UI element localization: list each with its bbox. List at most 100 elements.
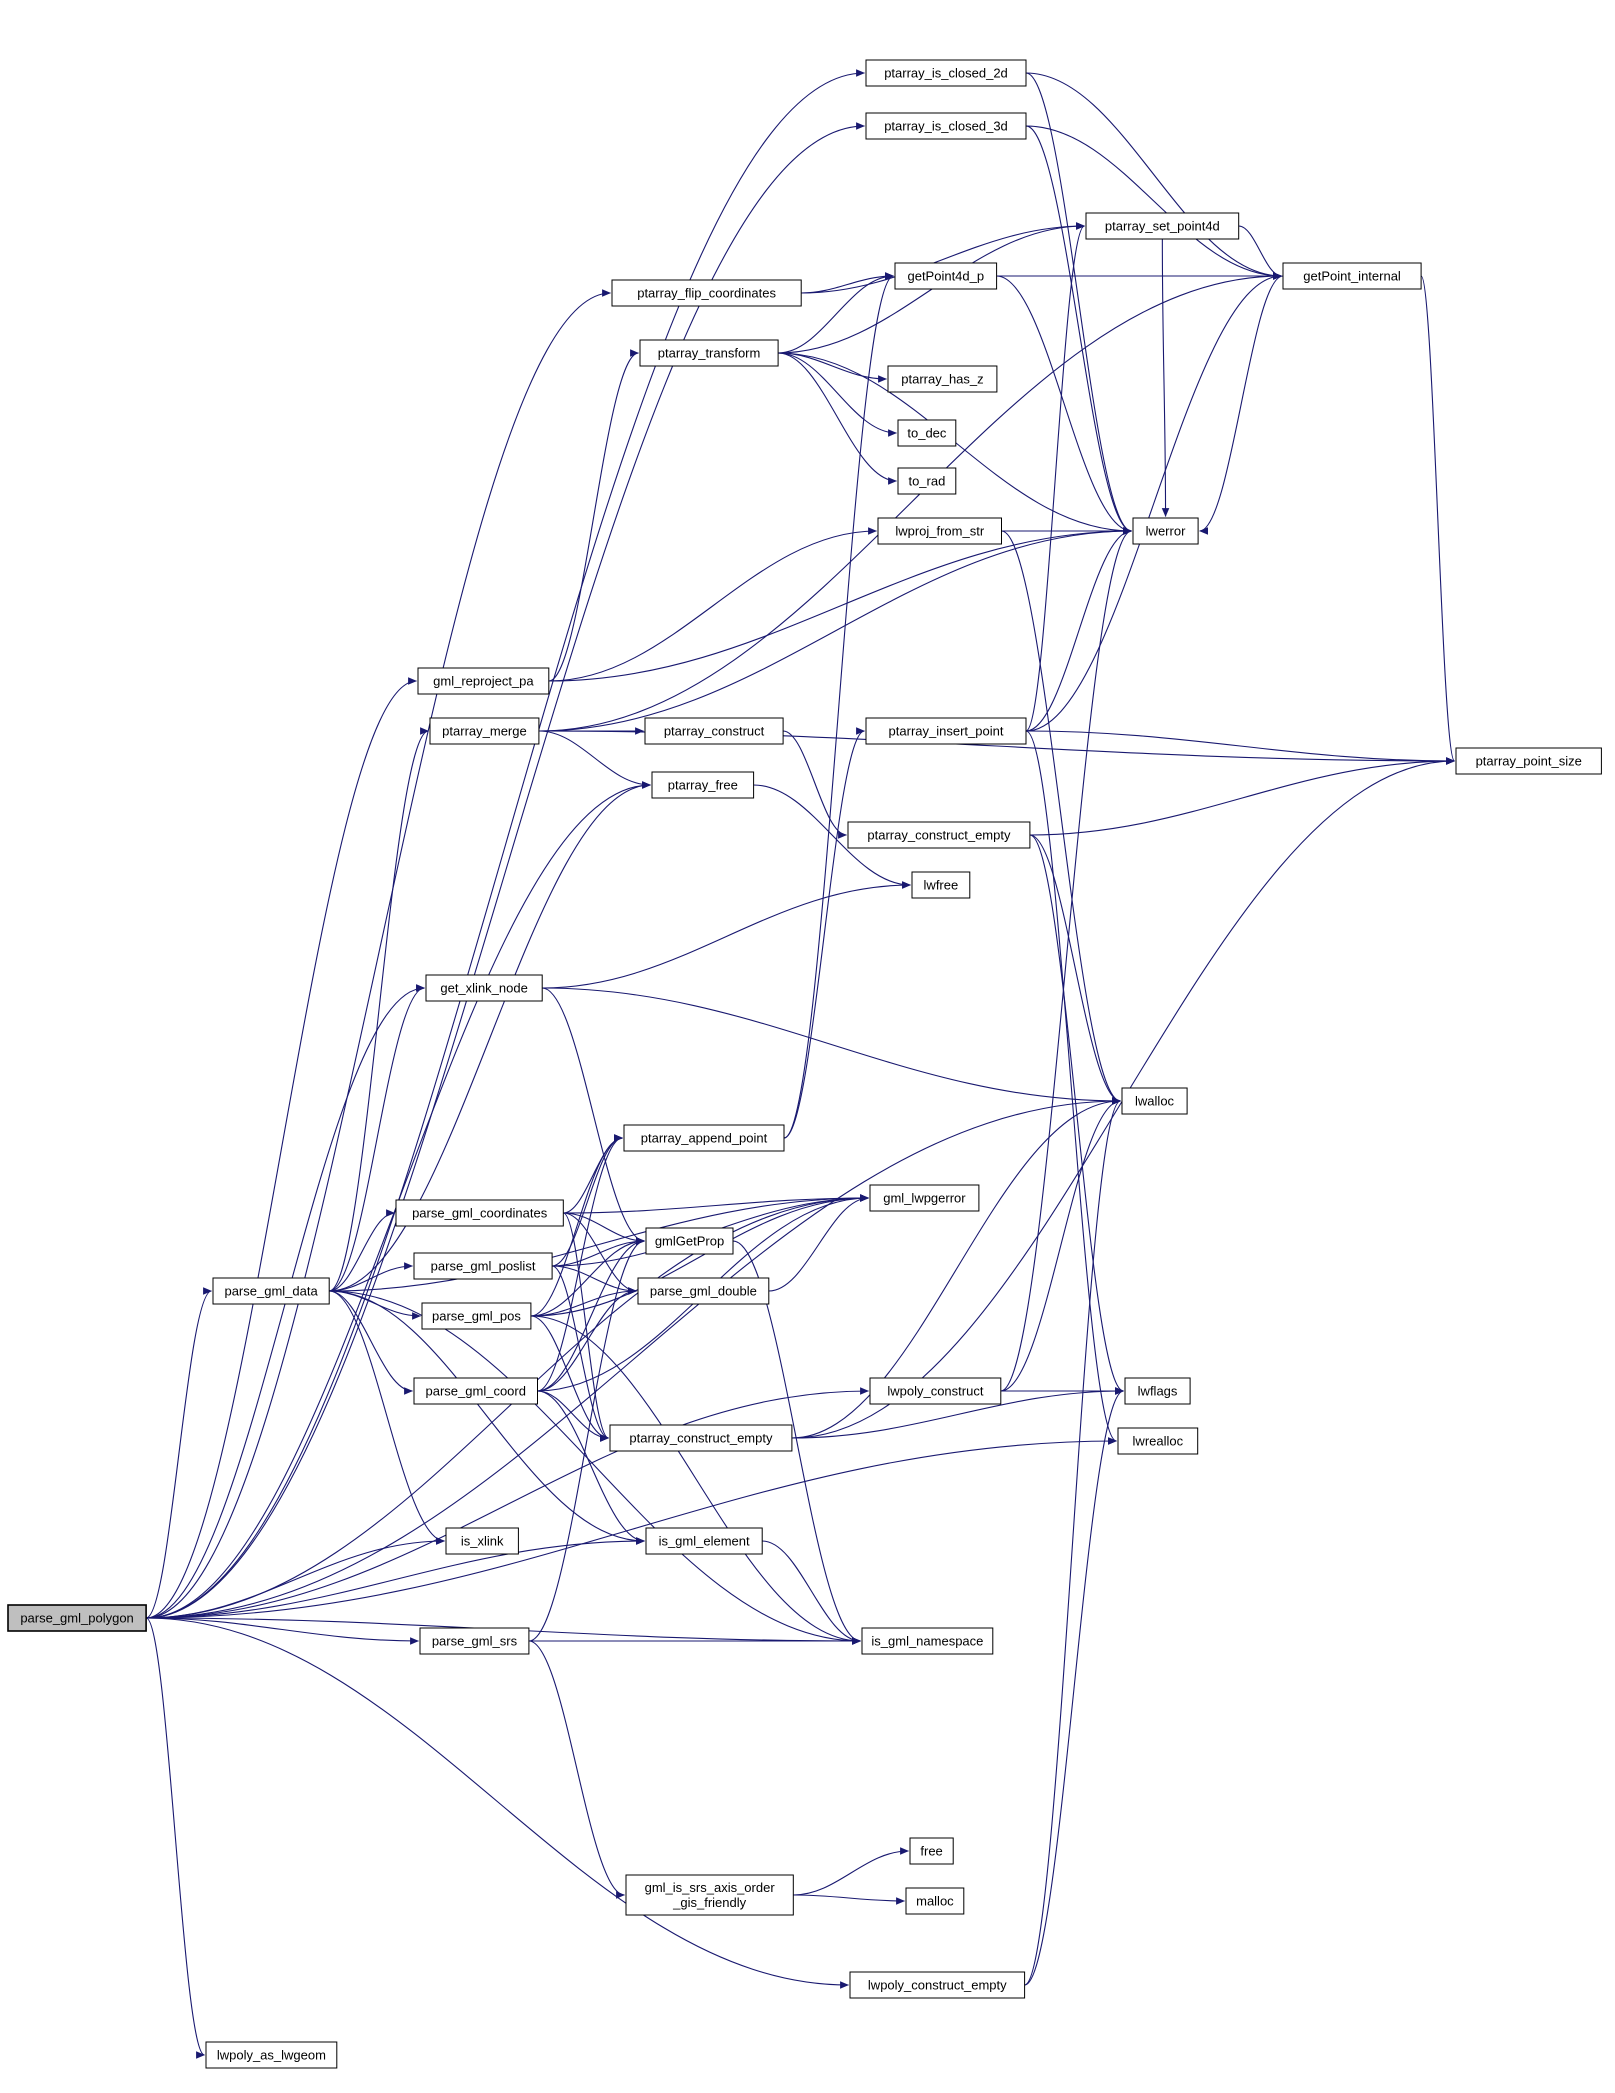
node-label: ptarray_has_z xyxy=(901,372,983,387)
edge-parse_gml_data-to-ptarray_free xyxy=(329,781,651,1292)
node-label: _gis_friendly xyxy=(672,1895,746,1910)
node-box xyxy=(869,1377,1002,1405)
node-ptarray_point_size[interactable]: ptarray_point_size xyxy=(1455,747,1602,775)
node-malloc[interactable]: malloc xyxy=(905,1887,965,1915)
node-box xyxy=(637,1277,770,1305)
node-ptarray_construct[interactable]: ptarray_construct xyxy=(644,717,784,745)
node-box xyxy=(911,871,971,899)
edge-ptarray_append_point-to-ptarray_insert_point xyxy=(783,727,865,1139)
edge-parse_gml_polygon-to-gml_lwpgerror xyxy=(146,1194,869,1619)
node-label: ptarray_set_point4d xyxy=(1105,219,1220,234)
node-lwproj_from_str[interactable]: lwproj_from_str xyxy=(877,517,1002,545)
node-parse_gml_double[interactable]: parse_gml_double xyxy=(637,1277,770,1305)
node-is_gml_element[interactable]: is_gml_element xyxy=(645,1527,763,1555)
node-getPoint4d_p[interactable]: getPoint4d_p xyxy=(894,262,998,290)
edge-ptarray_insert_point-to-lwrealloc xyxy=(1025,730,1117,1445)
node-parse_gml_coordinates[interactable]: parse_gml_coordinates xyxy=(395,1199,564,1227)
node-gml_reproject_pa[interactable]: gml_reproject_pa xyxy=(417,667,550,695)
node-lwerror[interactable]: lwerror xyxy=(1132,517,1199,545)
edge-ptarray_transform-to-to_dec xyxy=(778,352,897,437)
node-ptarray_free[interactable]: ptarray_free xyxy=(651,771,755,799)
node-lwrealloc[interactable]: lwrealloc xyxy=(1117,1427,1199,1455)
node-box xyxy=(1132,517,1199,545)
node-ptarray_has_z[interactable]: ptarray_has_z xyxy=(887,365,998,393)
node-box xyxy=(645,1527,763,1555)
node-box xyxy=(429,717,540,745)
node-box xyxy=(1085,212,1240,240)
edge-parse_gml_coord-to-ptarray_append_point xyxy=(537,1134,623,1392)
node-lwalloc[interactable]: lwalloc xyxy=(1121,1087,1188,1115)
node-gml_is_srs_axis_order_gis_friendly[interactable]: gml_is_srs_axis_order_gis_friendly xyxy=(625,1874,794,1916)
edge-gml_reproject_pa-to-lwproj_from_str xyxy=(548,527,877,682)
node-is_xlink[interactable]: is_xlink xyxy=(445,1527,519,1555)
edge-getPoint_internal-to-lwerror xyxy=(1199,275,1284,535)
edge-parse_gml_pos-to-ptarray_append_point xyxy=(530,1134,623,1317)
node-box xyxy=(644,717,784,745)
node-label: getPoint_internal xyxy=(1303,269,1401,284)
node-to_dec[interactable]: to_dec xyxy=(897,419,957,447)
node-to_rad[interactable]: to_rad xyxy=(897,467,957,495)
edge-ptarray_insert_point-to-getPoint_internal xyxy=(1025,272,1282,732)
node-ptarray_is_closed_2d[interactable]: ptarray_is_closed_2d xyxy=(865,59,1027,87)
edge-parse_gml_polygon-to-is_gml_element xyxy=(146,1537,645,1619)
edge-parse_gml_double-to-gml_lwpgerror xyxy=(768,1194,869,1292)
node-parse_gml_coord[interactable]: parse_gml_coord xyxy=(413,1377,538,1405)
node-free[interactable]: free xyxy=(909,1837,954,1865)
edge-parse_gml_polygon-to-lwpoly_construct xyxy=(146,1387,869,1619)
node-parse_gml_polygon[interactable]: parse_gml_polygon xyxy=(7,1604,147,1632)
node-box xyxy=(909,1837,954,1865)
node-get_xlink_node[interactable]: get_xlink_node xyxy=(425,974,543,1002)
edge-parse_gml_data-to-gml_lwpgerror xyxy=(329,1194,869,1292)
node-label: ptarray_construct xyxy=(664,724,765,739)
edge-parse_gml_coordinates-to-parse_gml_double xyxy=(563,1212,637,1295)
node-ptarray_flip_coordinates[interactable]: ptarray_flip_coordinates xyxy=(611,279,802,307)
node-ptarray_construct_empty2[interactable]: ptarray_construct_empty xyxy=(609,1424,793,1452)
node-ptarray_transform[interactable]: ptarray_transform xyxy=(639,339,779,367)
node-gml_lwpgerror[interactable]: gml_lwpgerror xyxy=(869,1184,980,1212)
node-ptarray_is_closed_3d[interactable]: ptarray_is_closed_3d xyxy=(865,112,1027,140)
node-parse_gml_poslist[interactable]: parse_gml_poslist xyxy=(413,1252,553,1280)
node-lwpoly_construct_empty[interactable]: lwpoly_construct_empty xyxy=(849,1971,1026,1999)
node-box xyxy=(1282,262,1422,290)
node-label: ptarray_is_closed_2d xyxy=(884,66,1008,81)
node-lwflags[interactable]: lwflags xyxy=(1124,1377,1191,1405)
edge-parse_gml_polygon-to-parse_gml_srs xyxy=(146,1617,419,1645)
node-ptarray_insert_point[interactable]: ptarray_insert_point xyxy=(865,717,1027,745)
edge-parse_gml_coordinates-to-gmlGetProp xyxy=(563,1212,645,1245)
node-lwfree[interactable]: lwfree xyxy=(911,871,971,899)
node-label: lwerror xyxy=(1146,524,1186,539)
node-ptarray_merge[interactable]: ptarray_merge xyxy=(429,717,540,745)
node-box xyxy=(869,1184,980,1212)
node-label: is_gml_element xyxy=(659,1534,750,1549)
node-ptarray_set_point4d[interactable]: ptarray_set_point4d xyxy=(1085,212,1240,240)
node-label: parse_gml_coordinates xyxy=(412,1206,548,1221)
node-parse_gml_srs[interactable]: parse_gml_srs xyxy=(419,1627,530,1655)
edge-lwproj_from_str-to-lwalloc xyxy=(1001,530,1121,1105)
node-is_gml_namespace[interactable]: is_gml_namespace xyxy=(861,1627,994,1655)
node-parse_gml_data[interactable]: parse_gml_data xyxy=(212,1277,330,1305)
node-label: is_xlink xyxy=(461,1534,504,1549)
node-gmlGetProp[interactable]: gmlGetProp xyxy=(645,1227,734,1255)
edge-parse_gml_srs-to-gmlGetProp xyxy=(528,1237,645,1642)
edge-parse_gml_data-to-is_gml_element xyxy=(329,1290,645,1545)
node-label: ptarray_append_point xyxy=(641,1131,768,1146)
node-getPoint_internal[interactable]: getPoint_internal xyxy=(1282,262,1422,290)
node-label: lwflags xyxy=(1138,1384,1178,1399)
node-ptarray_construct_empty1[interactable]: ptarray_construct_empty xyxy=(847,821,1031,849)
node-lwpoly_as_lwgeom[interactable]: lwpoly_as_lwgeom xyxy=(205,2041,338,2069)
edge-ptarray_is_closed_3d-to-lwerror xyxy=(1025,125,1132,535)
nodes: ptarray_is_closed_2d ptarray_is_closed_3d… xyxy=(7,59,1602,2069)
edge-ptarray_is_closed_2d-to-lwerror xyxy=(1025,72,1132,535)
edge-parse_gml_polygon-to-parse_gml_data xyxy=(145,1287,212,1619)
node-label: ptarray_transform xyxy=(658,346,761,361)
edge-parse_gml_data-to-is_xlink xyxy=(329,1290,445,1545)
node-box xyxy=(417,667,550,695)
edge-ptarray_construct_empty1-to-lwalloc xyxy=(1029,834,1121,1105)
edge-get_xlink_node-to-lwalloc xyxy=(542,987,1121,1105)
edge-ptarray_transform-to-to_rad xyxy=(778,352,897,485)
node-ptarray_append_point[interactable]: ptarray_append_point xyxy=(623,1124,785,1152)
node-lwpoly_construct[interactable]: lwpoly_construct xyxy=(869,1377,1002,1405)
edge-get_xlink_node-to-lwfree xyxy=(542,881,911,989)
node-parse_gml_pos[interactable]: parse_gml_pos xyxy=(421,1302,532,1330)
